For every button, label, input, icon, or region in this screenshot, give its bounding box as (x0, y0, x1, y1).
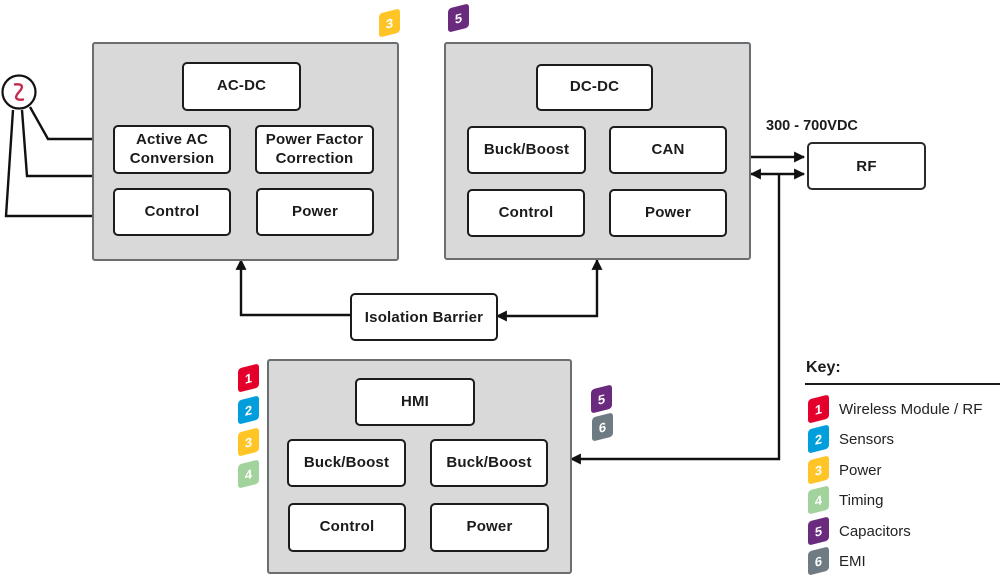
rf-box: RF (807, 142, 926, 190)
hmi-cell-power: Power (430, 503, 549, 552)
dcdc-block: DC-DC Buck/Boost CAN Control Power (444, 42, 751, 260)
key-label-5: Capacitors (839, 522, 911, 540)
key-item-emi: 6 EMI (808, 546, 1000, 576)
voltage-label: 300 - 700VDC (766, 118, 858, 134)
acdc-cell-control: Control (113, 188, 231, 236)
key-badge-1: 1 (808, 394, 829, 424)
key-item-wireless-rf: 1 Wireless Module / RF (808, 394, 1000, 424)
key-badge-4: 4 (808, 485, 829, 515)
key-label-6: EMI (839, 552, 866, 570)
key-badge-3: 3 (808, 455, 829, 485)
key-label-1: Wireless Module / RF (839, 400, 983, 418)
key-item-sensors: 2 Sensors (808, 424, 1000, 454)
key-badge-2: 2 (808, 424, 829, 454)
acdc-cell-power: Power (256, 188, 374, 236)
acdc-title: AC-DC (216, 77, 267, 95)
key-item-timing: 4 Timing (808, 485, 1000, 515)
acdc-cell-active-ac-conversion: Active AC Conversion (113, 125, 231, 174)
isolation-barrier-label: Isolation Barrier (364, 308, 484, 326)
dcdc-cell-power: Power (609, 189, 727, 237)
dcdc-title-box: DC-DC (536, 64, 653, 111)
key-badge-5: 5 (808, 516, 829, 546)
arrow-bus-to-hmi (569, 174, 781, 465)
ac-feed-line-1 (28, 106, 92, 141)
ac-feed-line-2 (20, 109, 92, 178)
isolation-barrier-box: Isolation Barrier (350, 293, 498, 341)
dcdc-title: DC-DC (569, 78, 620, 96)
dcdc-cell-buck-boost: Buck/Boost (467, 126, 586, 174)
hmi-cell-buck-boost-2: Buck/Boost (430, 439, 548, 487)
acdc-block: AC-DC Active AC Conversion Power Factor … (92, 42, 399, 261)
key-item-power: 3 Power (808, 455, 1000, 485)
key-divider (805, 383, 1000, 385)
key-label-3: Power (839, 461, 882, 479)
acdc-cell-power-factor-correction: Power Factor Correction (255, 125, 374, 174)
rf-label: RF (856, 157, 877, 175)
ac-source-icon (1, 74, 37, 110)
arrow-dcdc-isolation-bidirectional (495, 258, 603, 322)
key-label-4: Timing (839, 491, 884, 509)
hmi-block: HMI Buck/Boost Buck/Boost Control Power (267, 359, 572, 574)
key-badge-6: 6 (808, 546, 829, 576)
key-label-2: Sensors (839, 430, 895, 448)
arrow-isolation-to-acdc (235, 258, 350, 317)
hmi-title-box: HMI (355, 378, 475, 426)
key-title: Key: (806, 359, 841, 376)
hmi-cell-buck-boost-1: Buck/Boost (287, 439, 406, 487)
hmi-title: HMI (400, 392, 430, 410)
dcdc-cell-control: Control (467, 189, 585, 237)
ac-feed-line-3 (4, 109, 92, 218)
acdc-title-box: AC-DC (182, 62, 301, 111)
hmi-cell-control: Control (288, 503, 406, 552)
dcdc-cell-can: CAN (609, 126, 727, 174)
key-item-capacitors: 5 Capacitors (808, 516, 1000, 546)
